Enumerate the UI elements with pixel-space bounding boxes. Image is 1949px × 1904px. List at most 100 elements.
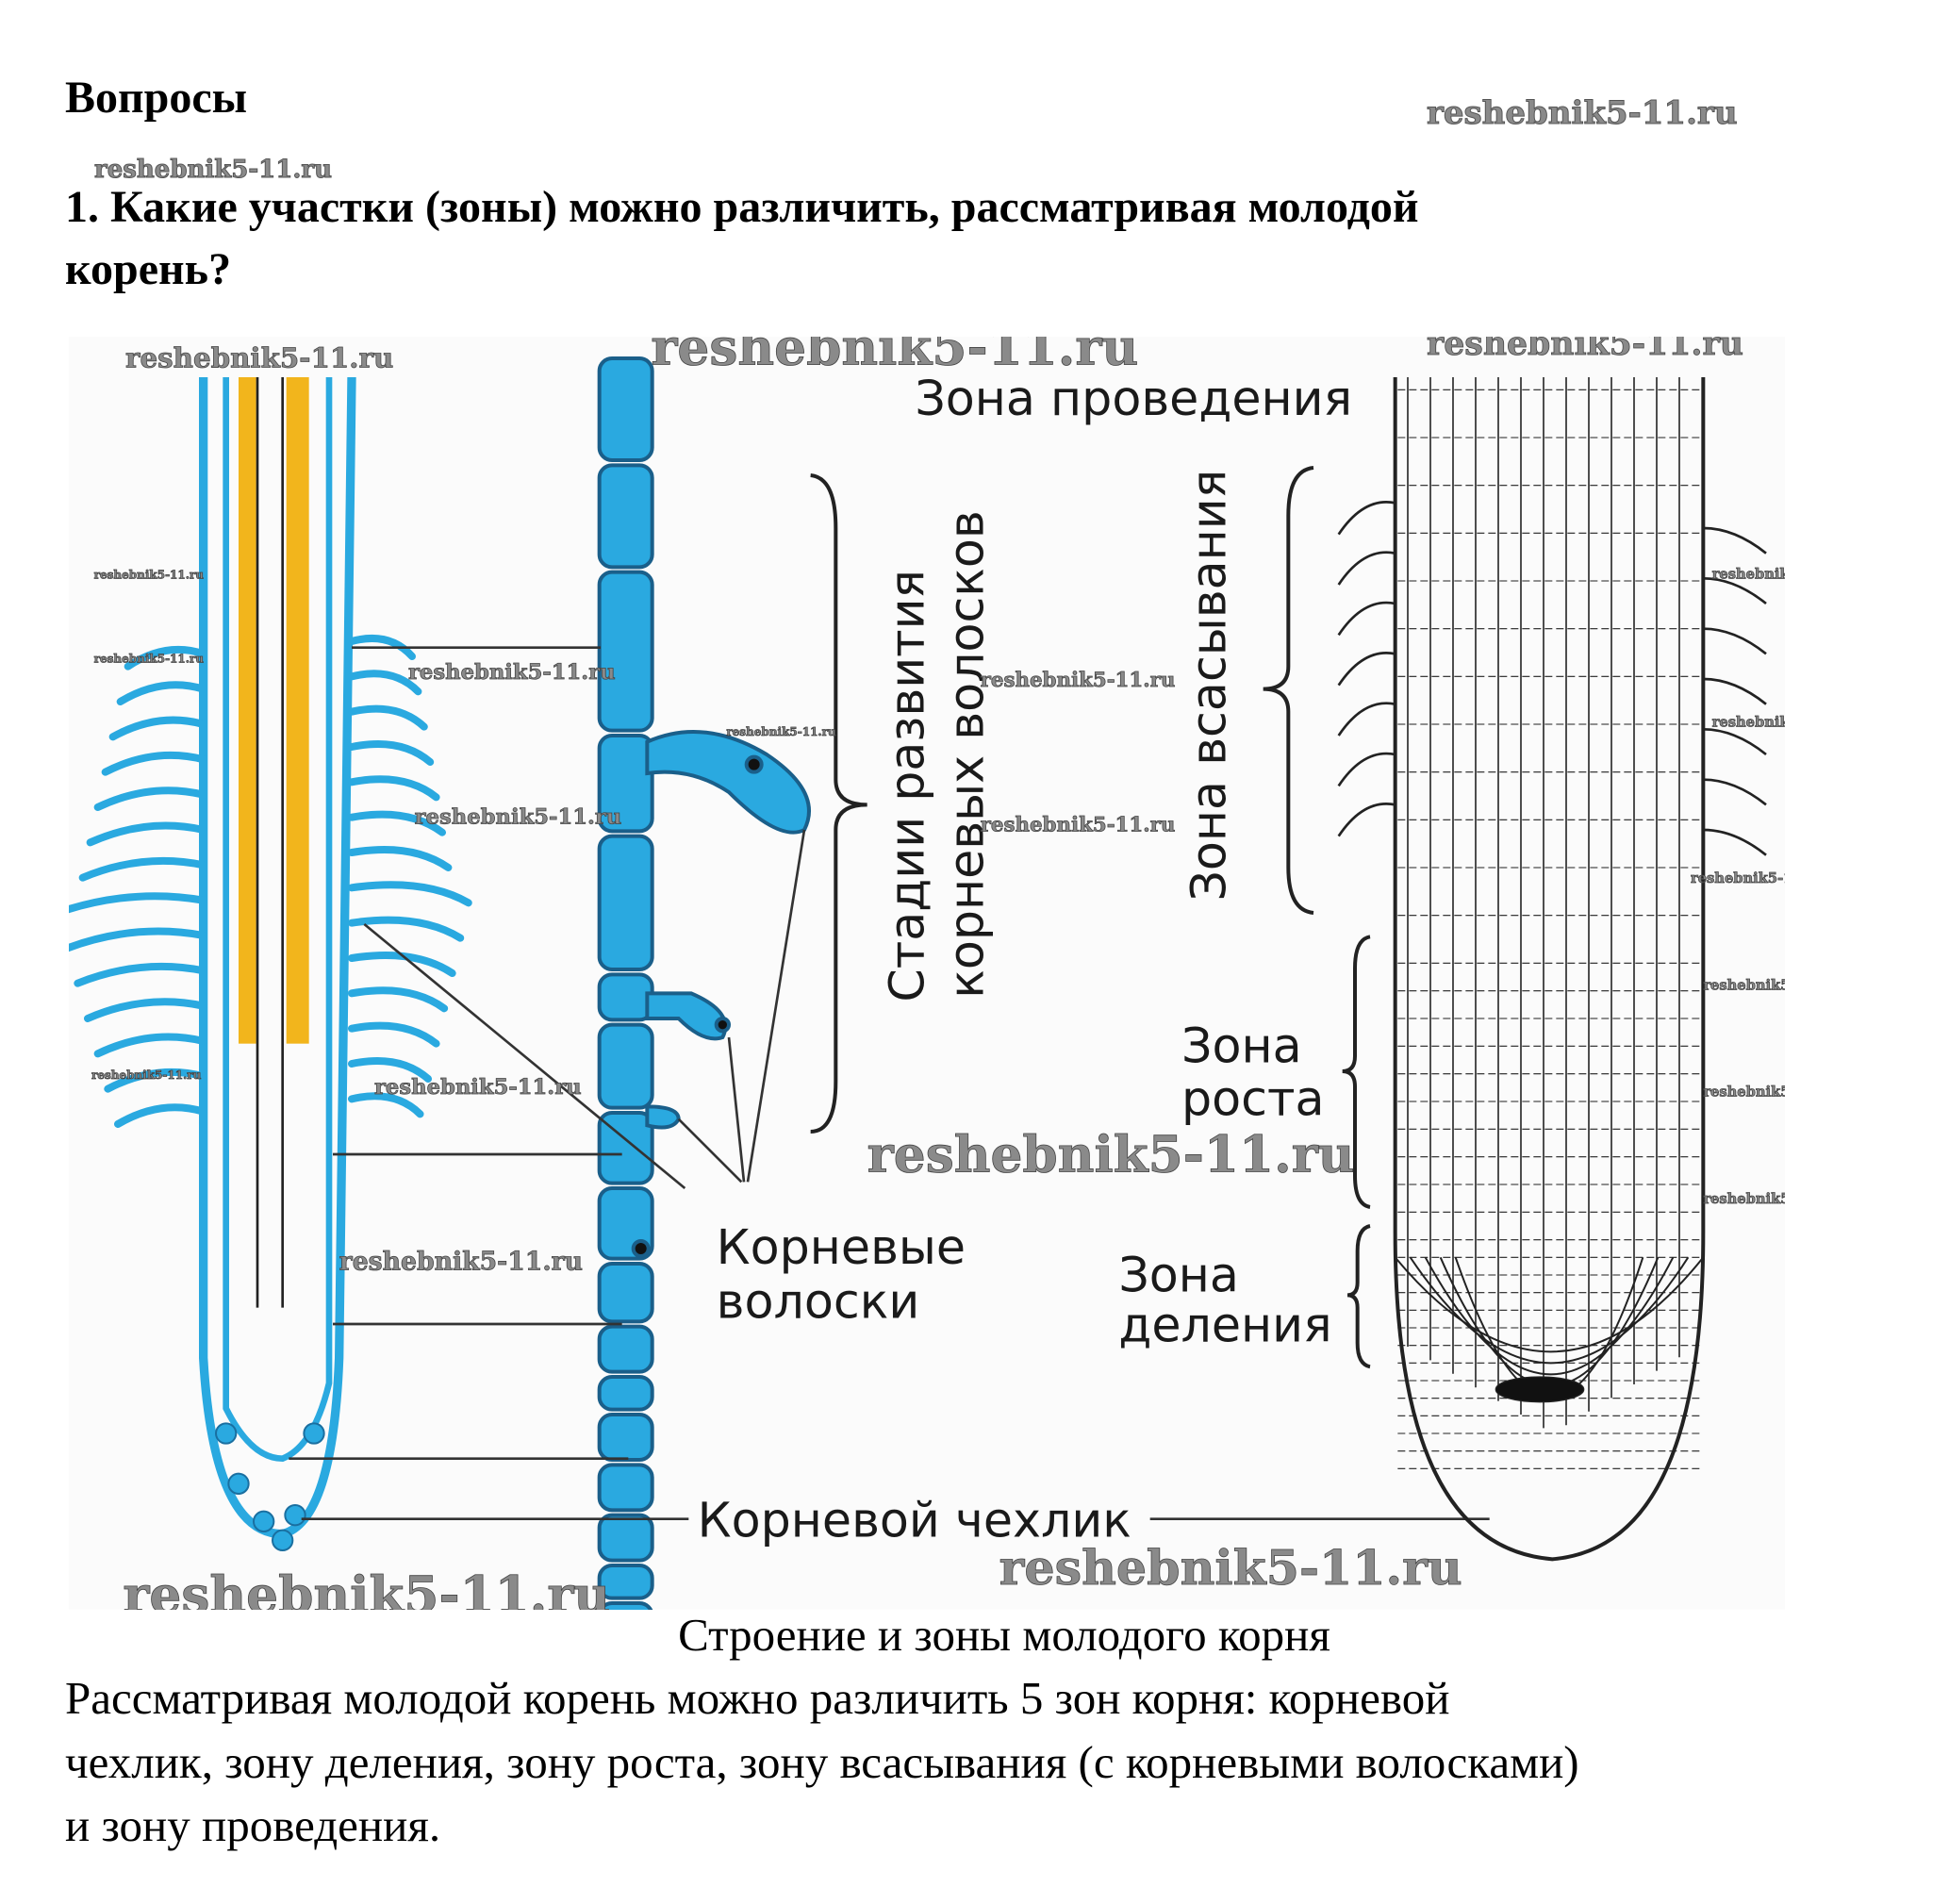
- connector-lines: [289, 646, 1490, 1520]
- watermark: reshebnik5-11.ru: [981, 669, 1176, 692]
- watermark: reshebnik5-11.ru: [1712, 715, 1785, 731]
- watermark: reshebnik5-11.ru: [999, 1539, 1462, 1596]
- root-hair: [348, 635, 416, 660]
- root-hair: [348, 916, 465, 942]
- label-division-zone-line-1: Зона: [1118, 1247, 1239, 1302]
- watermark: reshebnik5-11.ru: [91, 1068, 202, 1082]
- figure-caption: Строение и зоны молодого корня: [678, 1609, 1330, 1661]
- root-hair: [124, 645, 207, 671]
- root-hair: [114, 1103, 207, 1128]
- watermark: reshebnik5-11.ru: [1712, 566, 1785, 582]
- root-hair: [348, 1021, 440, 1048]
- watermark: reshebnik5-11.ru: [1703, 977, 1785, 993]
- cell: [597, 356, 654, 462]
- watermark: reshebnik5-11.ru: [651, 337, 1138, 377]
- root-hair: [348, 670, 422, 696]
- meristem: [1495, 1376, 1585, 1403]
- watermark: reshebnik5-11.ru: [1703, 1191, 1785, 1207]
- watermark: reshebnik5-11.ru: [1427, 94, 1739, 133]
- watermark: reshebnik5-11.ru: [408, 660, 616, 685]
- cell: [597, 734, 654, 834]
- cell: [597, 570, 654, 733]
- watermark: reshebnik5-11.ru: [123, 1565, 610, 1610]
- watermark: reshebnik5-11.ru: [94, 568, 205, 581]
- watermark: reshebnik5-11.ru: [726, 725, 836, 738]
- root-hair: [104, 1068, 207, 1093]
- root-hair: [348, 845, 453, 871]
- root-hair: [101, 751, 207, 776]
- answer-line-1: Рассматривая молодой корень можно различ…: [65, 1672, 1450, 1724]
- root-hair: [69, 892, 207, 914]
- root-section-drawing: [1337, 377, 1767, 1562]
- root-hair: [348, 810, 446, 836]
- answer-line-3: и зону проведения.: [65, 1799, 441, 1851]
- cell: [599, 1601, 653, 1610]
- root-hair: [84, 998, 207, 1022]
- label-stages-line-2: корневых волосков: [938, 510, 994, 998]
- root-hair: [78, 856, 207, 882]
- cell: [597, 1513, 654, 1563]
- watermark: reshebnik5-11.ru: [93, 156, 333, 185]
- root-hair: [348, 1056, 433, 1083]
- label-stages-line-1: Стадии развития: [880, 570, 935, 1002]
- cell: [597, 1413, 654, 1462]
- root-cap-layer: [1394, 1256, 1705, 1353]
- watermark: reshebnik5-11.ru: [339, 1248, 583, 1277]
- root-cap-layer: [1424, 1256, 1675, 1376]
- root-hair: [1337, 752, 1396, 787]
- root-hair: [1703, 828, 1767, 856]
- root-hair: [348, 951, 456, 977]
- watermark: reshebnik5-11.ru: [374, 1075, 582, 1100]
- root-structure-figure: Зона проведения Зона всасывания Стадии р…: [69, 337, 1785, 1610]
- cell: [597, 1111, 654, 1185]
- root-hair: [93, 1033, 207, 1058]
- label-root-cap: Корневой чехлик: [698, 1492, 1131, 1548]
- root-hair: [348, 881, 472, 907]
- cell: [597, 1324, 654, 1374]
- cell: [597, 1261, 654, 1324]
- root-hair: [1337, 501, 1396, 536]
- root-hair: [86, 821, 207, 847]
- root-hair: [1703, 677, 1767, 705]
- watermark: reshebnik5-11.ru: [1427, 337, 1743, 363]
- root-hair: [348, 739, 435, 766]
- root-hair: [1337, 652, 1396, 687]
- watermark: reshebnik5-11.ru: [94, 653, 205, 666]
- cell: [597, 1463, 654, 1513]
- watermark: reshebnik5-11.ru: [1691, 870, 1785, 886]
- label-growth-zone-line-1: Зона: [1181, 1018, 1302, 1074]
- root-hair: [108, 716, 207, 741]
- cell: [597, 1564, 654, 1600]
- root-hair: [1337, 601, 1396, 637]
- label-growth-zone-line-2: роста: [1181, 1071, 1325, 1127]
- cell: [597, 972, 654, 1022]
- question-line-1: 1. Какие участки (зоны) можно различить,…: [65, 182, 1419, 232]
- root-hair: [348, 704, 428, 731]
- root-hair: [116, 681, 207, 705]
- question-line-2: корень?: [65, 244, 232, 294]
- label-root-hairs-line-1: Корневые: [717, 1219, 966, 1275]
- cell: [597, 463, 654, 570]
- root-hair: [1703, 728, 1767, 756]
- root-hair-development-column: [597, 356, 654, 1610]
- root-hair: [1703, 526, 1767, 555]
- watermark: reshebnik5-11.ru: [1703, 1084, 1785, 1101]
- root-hair: [1703, 577, 1767, 605]
- label-absorption-zone: Зона всасывания: [1181, 470, 1237, 902]
- root-outline: [1393, 377, 1706, 1562]
- developing-root-hairs: [631, 730, 811, 1258]
- watermarks: reshebnik5-11.ru reshebnik5-11.ru resheb…: [91, 337, 1785, 1610]
- section-heading: Вопросы: [65, 73, 248, 123]
- cell: [597, 1022, 654, 1110]
- label-root-hairs-line-2: волоски: [717, 1273, 920, 1329]
- root-hair: [1703, 627, 1767, 655]
- root-overview-drawing: [69, 376, 472, 1551]
- answer-line-2: чехлик, зону деления, зону роста, зону в…: [65, 1736, 1579, 1788]
- root-hair: [69, 927, 207, 952]
- cell: [597, 1375, 654, 1412]
- root-hair: [348, 775, 440, 802]
- watermark: reshebnik5-11.ru: [415, 804, 622, 829]
- root-hair: [1703, 778, 1767, 806]
- root-hair: [348, 986, 449, 1013]
- zone-braces: [810, 466, 1371, 1369]
